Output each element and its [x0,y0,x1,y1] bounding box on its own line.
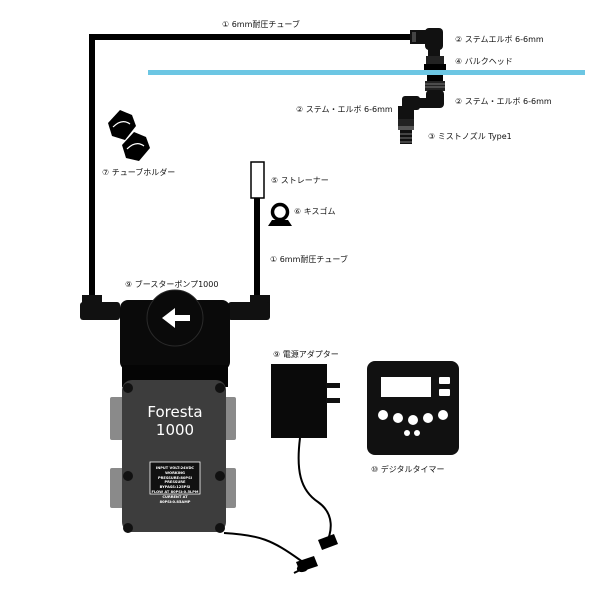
label-timer: ⑩ デジタルタイマー [371,465,445,474]
plate-line: CURRENT AT 80PSI:0.85AMP [159,494,191,504]
label-tube-holder: ⑦ チューブホルダー [102,168,176,177]
adapter-cable [297,437,332,545]
stem-elbow-top [410,28,443,58]
pump-spec-plate: INPUT VOLT:24VDC WORKING PRESSURE:80PSI … [151,466,199,504]
label-kiss-gum: ⑥ キスゴム [294,207,336,216]
mist-nozzle [398,119,414,144]
label-pump: ⑨ ブースターポンプ1000 [125,280,219,289]
strainer-icon [250,161,265,199]
plate-line: INPUT VOLT:24VDC [155,466,195,470]
pump-model: 1000 [155,421,195,439]
pump-icon [80,289,270,533]
plate-line: PRESSURE BYPASS:125PSI [159,480,191,490]
label-strainer: ⑤ ストレーナー [271,176,329,185]
stem-elbow-right [416,90,444,108]
cable-connector-icon [293,534,338,574]
digital-timer-icon [367,361,459,455]
label-mist-nozzle: ③ ミストノズル Type1 [428,132,512,141]
pump-brand: Foresta [147,403,203,421]
label-bulkhead: ④ バルクヘッド [455,57,513,66]
power-adapter-icon [271,364,340,438]
tube-top [89,34,415,300]
stem-elbow-left [398,96,420,120]
plate-line: WORKING PRESSURE:80PSI [157,470,192,480]
label-tube-top: ① 6mm耐圧チューブ [222,20,300,29]
label-stem-elbow-left: ② ステム・エルボ 6-6mm [296,105,393,114]
tube-holder-icon [108,110,150,161]
label-adapter: ⑨ 電源アダプター [273,350,339,359]
plate-line: FLOW AT 80PSI:0.5LPM [151,489,199,494]
label-stem-elbow-right: ② ステム・エルボ 6-6mm [455,97,552,106]
kiss-gum-icon [268,202,292,226]
pump-cable [223,532,308,572]
label-stem-elbow-top: ② ステムエルボ 6-6mm [455,35,544,44]
water-line [148,70,585,75]
bulkhead [424,56,446,91]
label-tube-mid: ① 6mm耐圧チューブ [270,255,348,264]
